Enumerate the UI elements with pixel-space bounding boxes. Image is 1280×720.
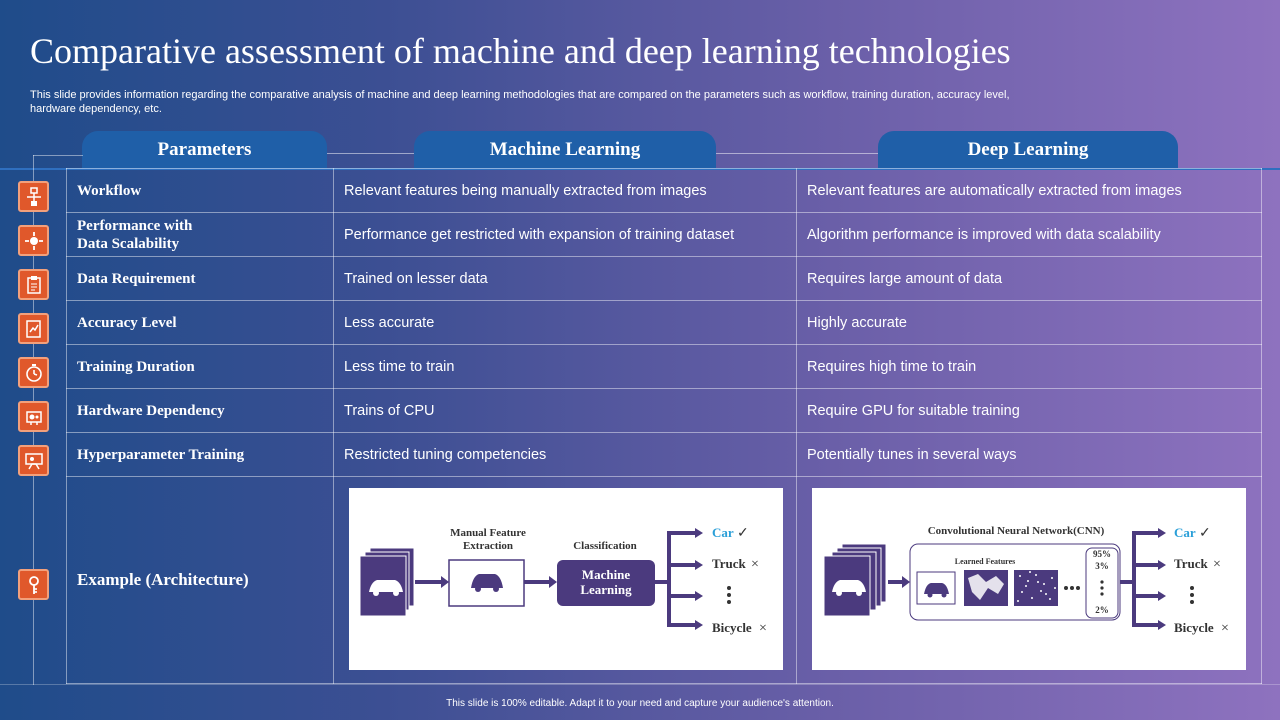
ml-cell: Less time to train (333, 344, 797, 389)
check-icon: ✓ (737, 526, 749, 541)
table-row: Data Requirement Trained on lesser data … (66, 256, 1262, 301)
parameter-name: Workflow (77, 182, 142, 199)
check-icon: ✓ (1199, 526, 1211, 541)
stopwatch-icon (18, 357, 49, 388)
ml-architecture-diagram: Manual Feature Extraction Classification… (349, 488, 783, 670)
probability-car: 95% (1093, 549, 1111, 559)
dl-cell: Requires large amount of data (796, 256, 1262, 301)
presentation-icon (18, 445, 49, 476)
clipboard-icon (18, 269, 49, 300)
probability-bicycle: 2% (1095, 605, 1109, 615)
machine-learning-box (557, 560, 655, 606)
ml-box-label-2: Learning (580, 582, 632, 597)
dl-cell: Require GPU for suitable training (796, 388, 1262, 433)
output-bicycle: Bicycle (712, 620, 752, 635)
slide-subtitle: This slide provides information regardin… (30, 89, 1010, 115)
ml-cell: Trained on lesser data (333, 256, 797, 301)
table-row: Hyperparameter Training Restricted tunin… (66, 432, 1262, 477)
learned-features-label: Learned Features (955, 557, 1016, 566)
image-stack-icon (823, 543, 887, 617)
parameter-name-line2: Data Scalability (77, 235, 180, 252)
manual-feature-box (448, 559, 525, 607)
parameter-cell: Hardware Dependency (66, 388, 334, 433)
probability-truck: 3% (1095, 561, 1109, 571)
parameter-cell: Accuracy Level (66, 300, 334, 345)
example-label: Example (Architecture) (66, 476, 334, 684)
parameter-cell: Data Requirement (66, 256, 334, 301)
dl-cell: Potentially tunes in several ways (796, 432, 1262, 477)
dl-cell: Requires high time to train (796, 344, 1262, 389)
parameter-name: Performance with (77, 217, 193, 234)
ml-cell: Restricted tuning competencies (333, 432, 797, 477)
ml-cell: Performance get restricted with expansio… (333, 212, 797, 257)
parameter-name: Training Duration (77, 358, 195, 375)
column-header-machine-learning: Machine Learning (414, 131, 716, 169)
table-row: Accuracy Level Less accurate Highly accu… (66, 300, 1262, 345)
image-stack-icon (359, 547, 415, 617)
output-car: Car (1174, 525, 1196, 540)
footer-divider (0, 684, 1280, 685)
footer-note: This slide is 100% editable. Adapt it to… (446, 697, 834, 709)
table-row: Training Duration Less time to train Req… (66, 344, 1262, 389)
ml-cell: Relevant features being manually extract… (333, 168, 797, 213)
key-icon (18, 569, 49, 600)
column-header-parameters: Parameters (82, 131, 327, 169)
table-row: Workflow Relevant features being manuall… (66, 168, 1262, 213)
workflow-icon (18, 181, 49, 212)
table-row: Hardware Dependency Trains of CPU Requir… (66, 388, 1262, 433)
parameter-name: Data Requirement (77, 270, 196, 287)
parameter-cell: Workflow (66, 168, 334, 213)
ml-box-label: Machine (582, 567, 631, 582)
parameter-name: Hardware Dependency (77, 402, 225, 419)
cross-icon: × (1221, 621, 1229, 636)
hardware-icon (18, 401, 49, 432)
cnn-title: Convolutional Neural Network(CNN) (928, 525, 1105, 537)
manual-feature-label: Manual Feature (450, 527, 526, 539)
timeline-spine-top (33, 155, 83, 156)
cross-icon: × (751, 557, 759, 572)
column-header-deep-learning: Deep Learning (878, 131, 1178, 169)
ml-cell: Trains of CPU (333, 388, 797, 433)
scalability-icon (18, 225, 49, 256)
report-icon (18, 313, 49, 344)
parameter-cell: Training Duration (66, 344, 334, 389)
output-truck: Truck (712, 556, 746, 571)
cross-icon: × (759, 621, 767, 636)
dl-cell: Highly accurate (796, 300, 1262, 345)
tab-connector (716, 153, 878, 154)
manual-feature-label-2: Extraction (463, 540, 513, 552)
slide-title: Comparative assessment of machine and de… (30, 31, 1011, 71)
output-bicycle: Bicycle (1174, 620, 1214, 635)
tab-connector (326, 153, 414, 154)
cross-icon: × (1213, 557, 1221, 572)
dl-cell: Algorithm performance is improved with d… (796, 212, 1262, 257)
output-truck: Truck (1174, 556, 1208, 571)
ml-cell: Less accurate (333, 300, 797, 345)
parameter-name: Hyperparameter Training (77, 446, 245, 463)
dl-architecture-diagram: Convolutional Neural Network(CNN) Learne… (812, 488, 1246, 670)
classification-label: Classification (573, 540, 637, 552)
dl-cell: Relevant features are automatically extr… (796, 168, 1262, 213)
parameter-name: Accuracy Level (77, 314, 177, 331)
parameter-cell: Hyperparameter Training (66, 432, 334, 477)
output-car: Car (712, 525, 734, 540)
